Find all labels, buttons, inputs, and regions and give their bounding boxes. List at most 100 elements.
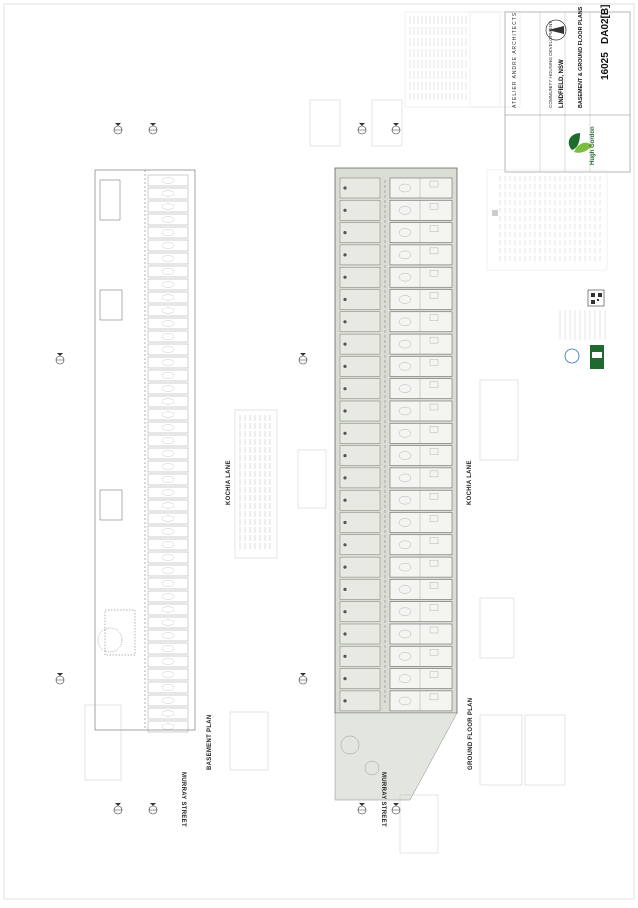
table-icon [398,429,412,438]
north-arrow-icon [545,19,567,41]
dwelling [389,646,453,667]
car-icon [161,502,175,509]
courtyard [339,244,381,266]
car-bay [147,655,189,668]
courtyard [339,668,381,689]
car-icon [161,398,175,405]
dwelling [389,601,453,622]
car-bay [147,447,189,460]
bath-icon [429,203,439,210]
bath-icon [429,225,439,232]
car-icon [161,203,175,210]
basement-stair-core [99,179,121,221]
car-icon [161,710,175,717]
courtyard [339,378,381,399]
bath-icon [429,403,439,411]
car-icon [161,359,175,366]
qr-code-icon [587,289,605,307]
car-bay [147,317,189,330]
tree-2 [364,760,380,776]
car-bay [147,213,189,226]
bath-icon [429,515,439,522]
hugh-gordon-logo-icon [568,133,592,153]
car-icon [161,554,175,561]
dwelling-units [339,177,453,712]
car-icon [161,606,175,613]
courtyard [339,311,381,332]
dwelling [389,244,453,266]
car-bay [147,408,189,421]
table-icon [398,607,412,616]
column [343,565,347,569]
car-icon [161,333,175,340]
car-icon [161,268,175,275]
car-bay [147,369,189,382]
car-bay [147,382,189,395]
column [343,610,347,614]
car-bay [147,707,189,720]
bath-icon [429,270,439,277]
car-icon [161,489,175,496]
car-bay [147,291,189,304]
table-icon [398,406,412,416]
title-block [404,11,631,369]
table-icon [398,496,412,505]
courtyard [339,289,381,310]
table-icon [398,629,412,639]
courtyard [339,445,381,466]
bath-icon [429,314,439,321]
courtyard [339,333,381,355]
column [343,677,347,681]
table-icon [398,273,412,282]
car-bay [147,252,189,265]
column [343,632,347,636]
dwelling [389,489,453,511]
courtyard [339,534,381,555]
car-bay [147,525,189,538]
dwelling [389,512,453,533]
dwelling [389,200,453,221]
dwelling [389,668,453,689]
column [343,297,347,302]
basement-core-2 [99,489,123,521]
courtyard [339,623,381,645]
column [343,320,347,324]
car-icon [161,697,175,704]
car-icon [161,216,175,223]
table-icon [398,518,412,527]
bath-icon [429,626,439,634]
drawing-number: DA02[B] [600,4,611,44]
car-bay [147,239,189,252]
car-bay [147,616,189,629]
column [343,208,347,212]
courtyard [339,579,381,600]
basement-plan [94,169,196,733]
murray-street-label-left: MURRAY STREET [180,772,186,827]
car-icon [161,593,175,600]
ground-notes [297,99,566,854]
car-icon [161,424,175,431]
car-bay [147,421,189,434]
table-icon [398,473,412,483]
car-icon [161,515,175,522]
column [343,476,347,480]
bath-icon [429,537,439,544]
courtyard [339,490,381,511]
car-bay [147,590,189,603]
car-bay [147,174,189,187]
car-bay [147,278,189,291]
bath-icon [429,381,439,388]
client-name: Hugh Gordon [590,126,596,165]
car-icon [161,411,175,418]
car-icon [161,229,175,236]
basement-ramp [104,609,136,656]
revision-table [404,11,521,108]
car-bay [147,395,189,408]
ground-floor-plan [334,167,458,801]
murray-street-label-right: MURRAY STREET [380,772,386,827]
legend-swatch [492,210,498,216]
table-icon [398,540,412,549]
courtyard [339,177,381,199]
column [343,409,347,413]
